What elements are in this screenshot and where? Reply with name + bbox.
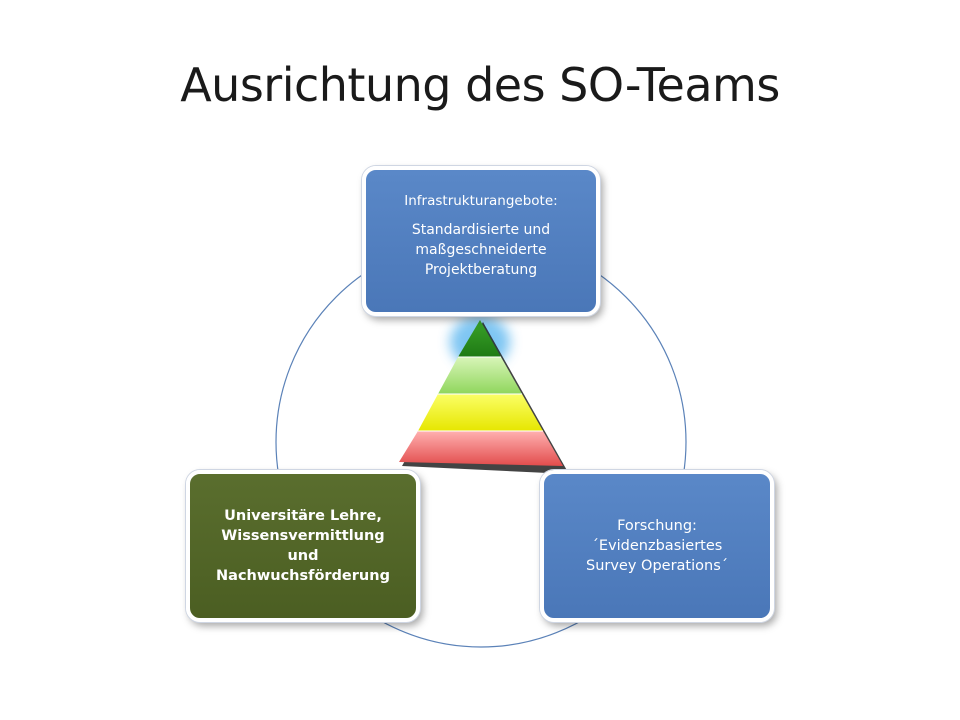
pyramid-level-top [458, 320, 501, 357]
box-research: Forschung: ´Evidenzbasiertes Survey Oper… [540, 470, 774, 622]
pyramid-level-second [438, 357, 522, 394]
pyramid-level-base [399, 431, 563, 466]
box-infrastructure-heading: Infrastrukturangebote: [404, 193, 558, 209]
box-teaching-line: Universitäre Lehre, [224, 508, 382, 524]
pyramid-level-third [418, 394, 543, 431]
box-teaching: Universitäre Lehre, Wissensvermittlung u… [186, 470, 420, 622]
box-infrastructure-body: Standardisierte und maßgeschneiderte Pro… [412, 220, 550, 280]
box-research-body: Forschung: ´Evidenzbasiertes Survey Oper… [586, 516, 728, 576]
slide-title: Ausrichtung des SO-Teams [180, 58, 780, 112]
box-infrastructure: Infrastrukturangebote: Standardisierte u… [362, 166, 600, 316]
box-teaching-line: Wissensvermittlung [221, 528, 385, 544]
box-teaching-line: und [287, 548, 319, 564]
box-research-heading: Forschung: [617, 518, 697, 534]
box-infrastructure-line: Projektberatung [424, 262, 538, 278]
box-infrastructure-line: Standardisierte und [411, 222, 551, 238]
box-research-line: ´Evidenzbasiertes [591, 538, 723, 554]
box-teaching-line: Nachwuchsförderung [216, 568, 390, 584]
box-infrastructure-line: maßgeschneiderte [415, 242, 547, 258]
pyramid [399, 316, 569, 474]
box-research-line: Survey Operations´ [585, 558, 728, 574]
box-teaching-body: Universitäre Lehre, Wissensvermittlung u… [216, 506, 390, 586]
